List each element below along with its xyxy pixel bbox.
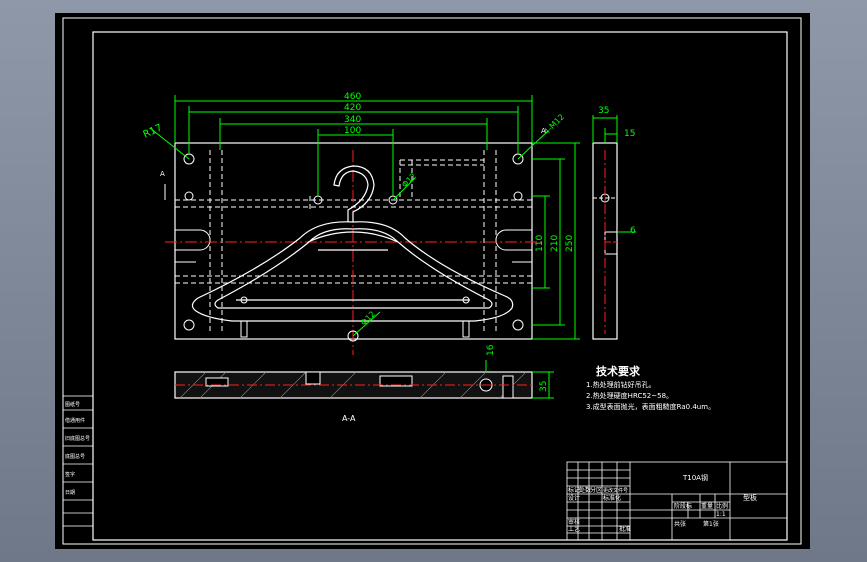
material-text: T10A钢 (682, 473, 708, 482)
left-cell-5: 签字 (65, 471, 75, 478)
left-cell-1: 图纸号 (65, 401, 80, 408)
section-view-label: A-A (342, 414, 356, 423)
dim-420: 420 (344, 103, 361, 113)
sheet-total: 共张 (674, 520, 686, 528)
corner-hole-bl (183, 319, 195, 331)
left-strip (62, 395, 94, 527)
front-view: A A (160, 127, 546, 355)
part-name-text: 型板 (743, 493, 757, 502)
left-cell-3: 旧底图总号 (65, 435, 90, 442)
section-marker-left: A (160, 170, 165, 178)
drawing-paper (55, 13, 810, 549)
horizontal-dimensions (174, 95, 533, 196)
dim-210: 210 (550, 235, 560, 252)
title-block (566, 461, 788, 541)
row-label-1: 标记 (568, 486, 580, 494)
outer-frame (62, 17, 802, 545)
weight-header: 重量 (701, 502, 713, 510)
tech-item-3: 3.成型表面抛光，表面粗糙度Ra0.4um。 (586, 402, 715, 411)
dim-side-15: 15 (624, 129, 635, 139)
tech-item-2: 2.热处理硬度HRC52~58。 (586, 391, 673, 400)
role-label-5: 批准 (619, 525, 631, 533)
dim-110: 110 (535, 235, 545, 252)
role-label-1: 设计 (568, 494, 580, 502)
dim-side-6: 6 (630, 226, 636, 236)
role-label-2: 审核 (568, 518, 580, 526)
dim-100: 100 (344, 126, 361, 136)
row-label-3: 分区 (590, 486, 602, 494)
ratio-header: 比例 (716, 502, 728, 510)
dim-section-16: 16 (486, 344, 496, 356)
dim-460: 460 (344, 92, 361, 102)
dim-section-35: 35 (539, 381, 549, 392)
tech-item-1: 1.热处理前钻好吊孔。 (586, 380, 656, 389)
section-view: A-A (174, 371, 533, 423)
role-label-4: 标准化 (603, 494, 621, 502)
dim-250: 250 (565, 235, 575, 252)
role-label-3: 工艺 (568, 525, 580, 533)
inner-frame (92, 31, 788, 541)
sheet-no: 第1张 (703, 520, 719, 528)
row-label-2: 处数 (579, 486, 591, 494)
dim-side-35: 35 (598, 106, 609, 116)
scale-header: 阶段标 (674, 502, 692, 510)
left-cell-6: 日期 (65, 490, 75, 496)
left-cell-2: 借通用件 (65, 417, 85, 424)
row-label-4: 更改文件号 (603, 487, 628, 494)
ratio-value: 1:1 (716, 511, 726, 518)
tech-requirements: 技术要求 1.热处理前钻好吊孔。 2.热处理硬度HRC52~58。 3.成型表面… (586, 364, 715, 411)
hanger-cavity (191, 165, 514, 322)
section-marker-right: A (541, 127, 546, 135)
tech-title: 技术要求 (596, 364, 641, 378)
dim-340: 340 (344, 115, 361, 125)
corner-hole-br (512, 319, 524, 331)
left-cell-4: 底图总号 (65, 453, 85, 460)
vertical-dimensions (532, 142, 580, 340)
